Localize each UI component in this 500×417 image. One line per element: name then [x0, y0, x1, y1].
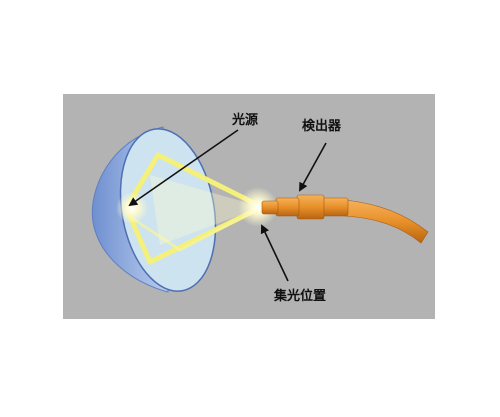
focal-position-arrow — [260, 224, 289, 282]
detector-collar — [296, 194, 325, 220]
light-source-label: 光源 — [231, 112, 258, 128]
detector-arrow — [299, 142, 327, 192]
light-source-arrow — [128, 129, 239, 207]
light-beams — [125, 152, 264, 265]
focal-position-label: 集光位置 — [273, 288, 326, 304]
detector-assembly — [261, 194, 429, 244]
focal-point-glow — [238, 187, 278, 227]
detector-tip — [261, 200, 279, 215]
detector-body — [275, 197, 300, 217]
fiber-cable — [344, 199, 429, 244]
light-source-glow — [116, 192, 148, 224]
fiber-segment — [321, 197, 349, 217]
detector-label: 検出器 — [302, 118, 342, 134]
